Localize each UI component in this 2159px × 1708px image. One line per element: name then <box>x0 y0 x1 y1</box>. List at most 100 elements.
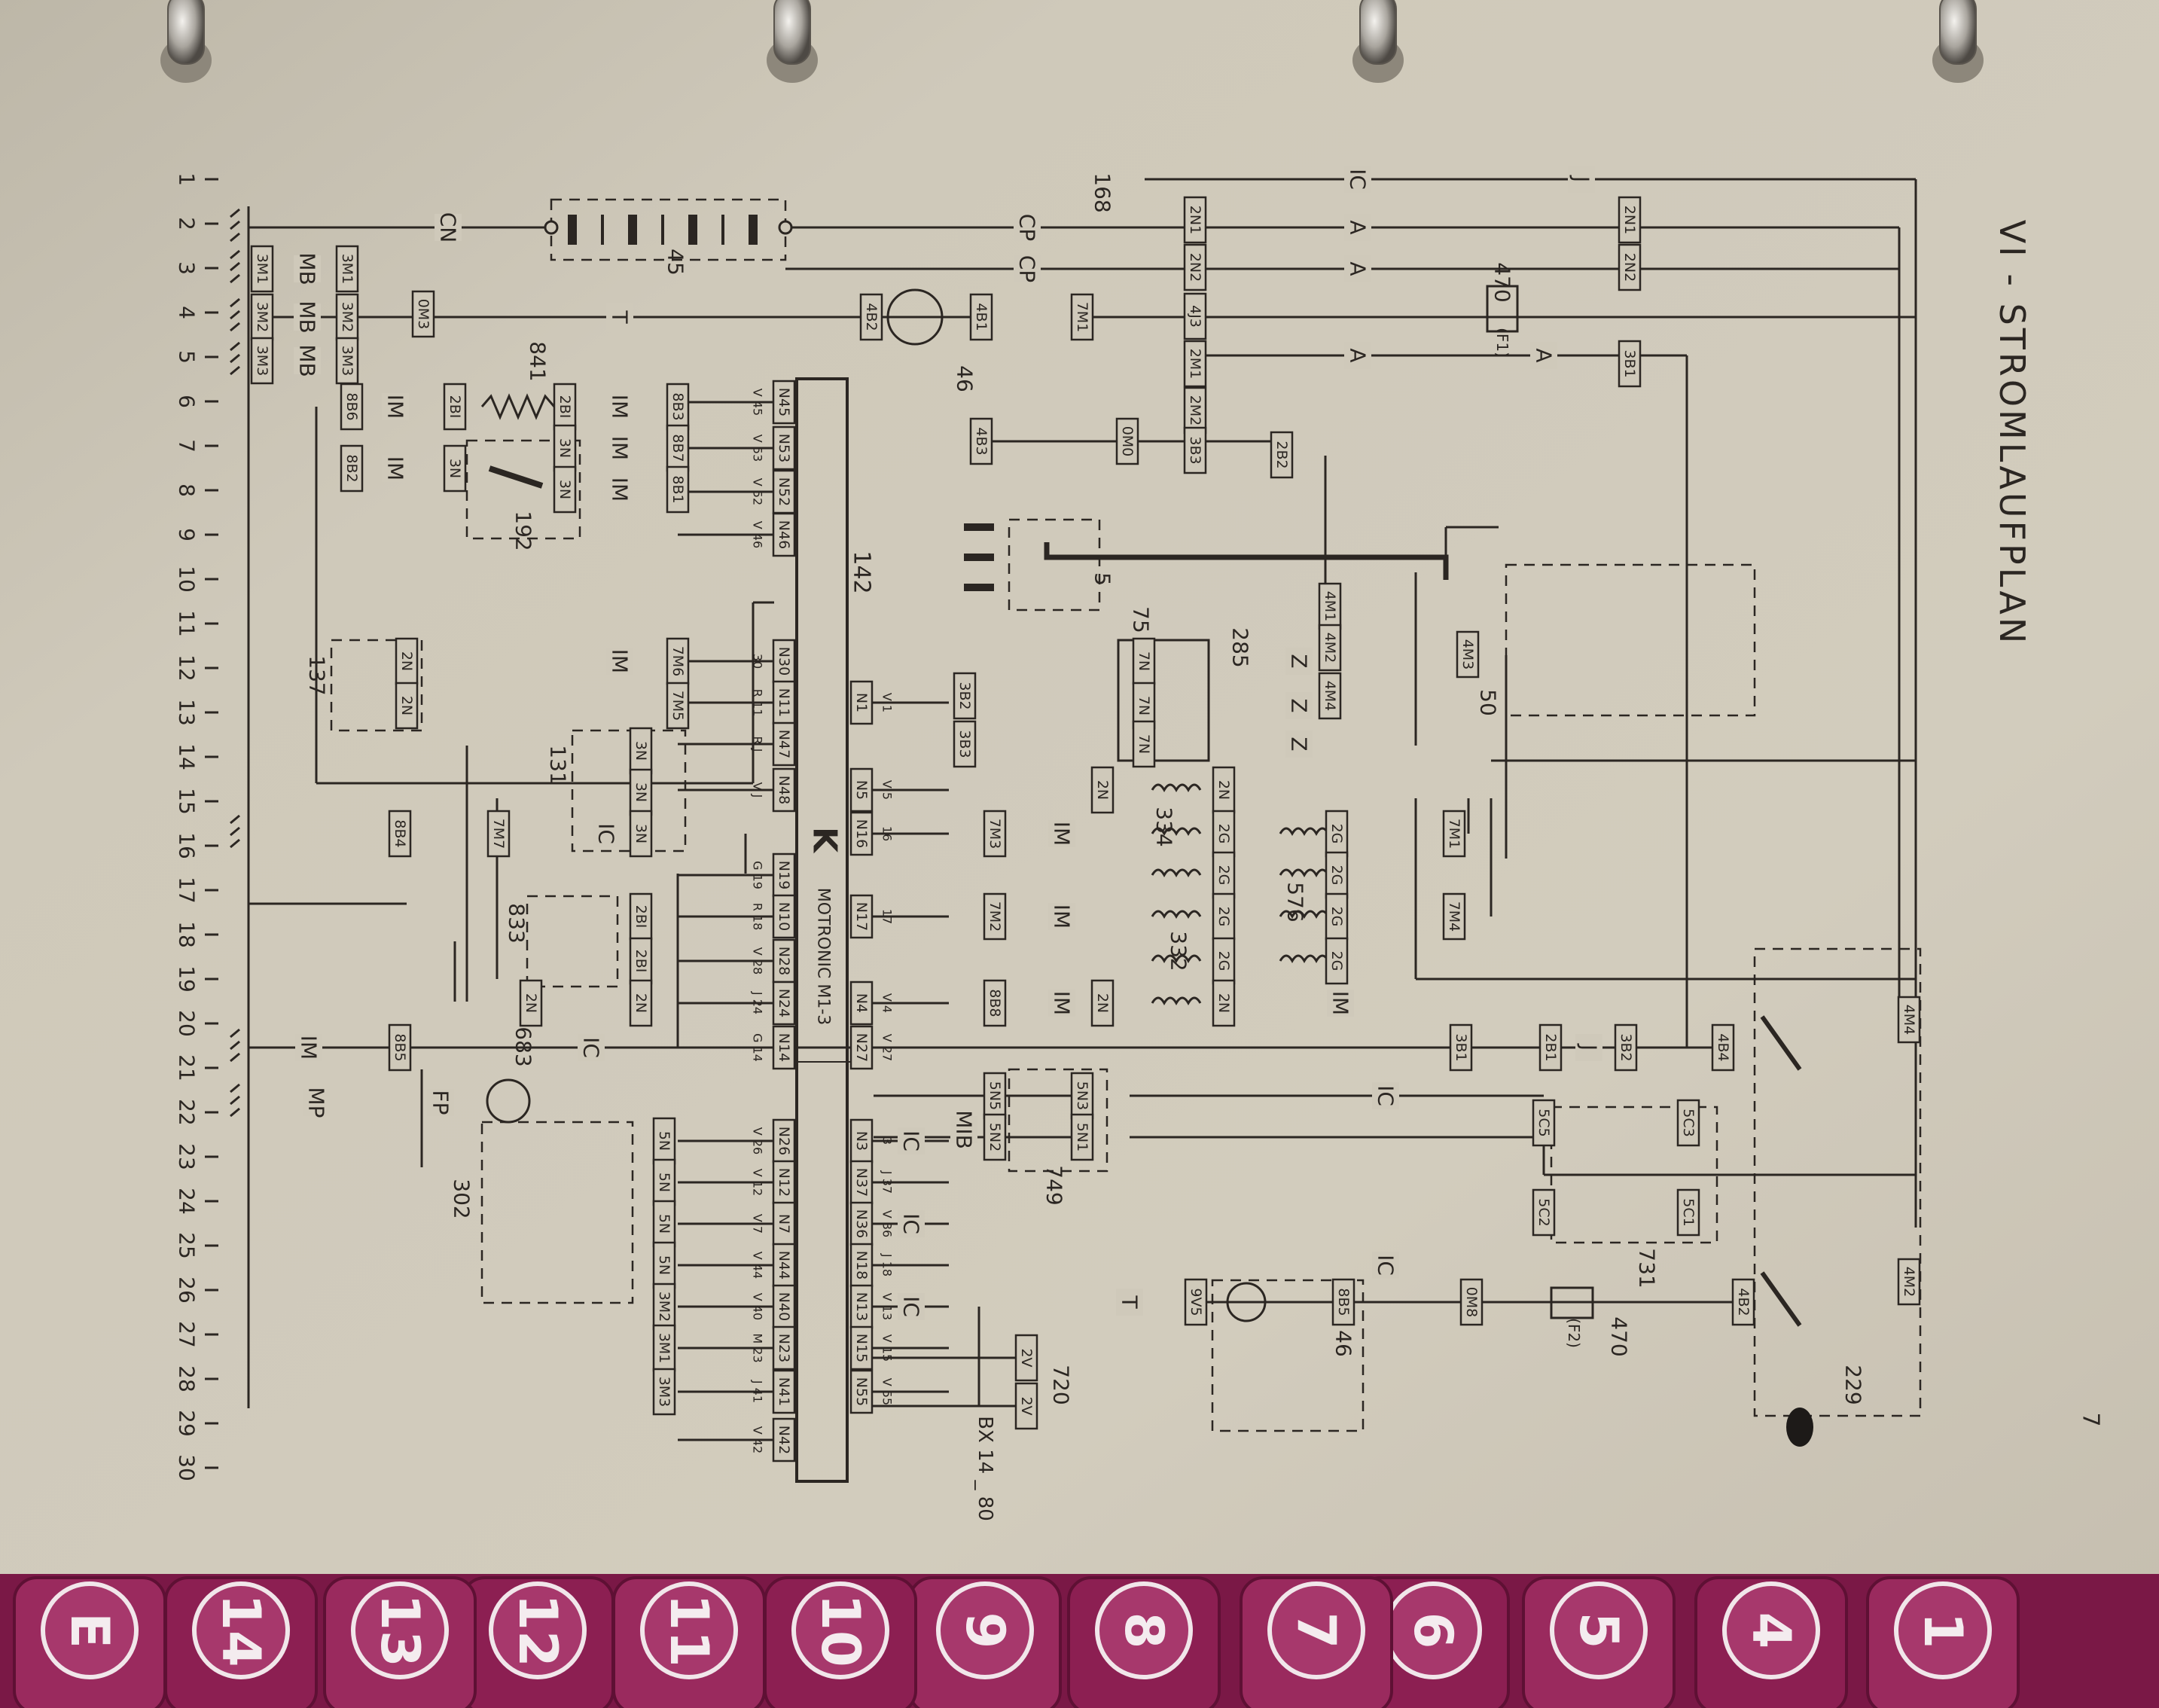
connector-block: 7M7 <box>490 819 507 849</box>
connector-block: 2N <box>633 993 649 1013</box>
ecu-pin: N16 <box>853 819 870 848</box>
ecu-pin-box <box>849 1025 874 1070</box>
coil-icon <box>1151 783 1202 793</box>
connector-block-box <box>1212 766 1236 814</box>
wire-label: IM <box>608 436 633 460</box>
component-ref: 168 <box>1090 172 1115 212</box>
component-ref: 470 <box>1607 1316 1632 1356</box>
wire-label-bg <box>1327 990 1354 1017</box>
ecu-pin-box <box>772 852 796 898</box>
wire-label: IM <box>297 1035 322 1060</box>
ecu-pin-box <box>849 767 874 813</box>
index-tab-4[interactable]: 4 <box>1694 1576 1848 1708</box>
ground-icon <box>230 206 250 249</box>
sensor-302-box <box>480 1121 634 1304</box>
coil-131-box <box>571 729 687 852</box>
index-tab-12[interactable]: 12 <box>461 1576 614 1708</box>
connector-block: 2N2 <box>1187 253 1203 282</box>
connector-block-box <box>953 672 977 720</box>
wire-label-bg <box>1285 692 1313 719</box>
connector-block: 3M3 <box>339 346 355 377</box>
wire-label-bg <box>898 1293 925 1320</box>
connector-block: 4M4 <box>1322 681 1338 712</box>
connector-block-box <box>666 682 690 730</box>
tab-number: 14 <box>210 1594 272 1667</box>
connector-block-box <box>652 1117 676 1165</box>
connector-block-box <box>1731 1278 1755 1326</box>
connector-block-box <box>553 465 577 514</box>
ecu-pin: N28 <box>776 947 792 975</box>
ecu-ref: 142 <box>849 551 875 593</box>
connector-block: 8B7 <box>669 434 686 462</box>
connector-block-box <box>1459 1278 1484 1326</box>
lamp-46-box <box>1211 1279 1365 1432</box>
ecu-pin: N26 <box>776 1127 792 1155</box>
connector-block-box <box>629 768 653 816</box>
wire-label-bg <box>898 1210 925 1237</box>
tab-number: 9 <box>954 1612 1016 1649</box>
index-tab-10[interactable]: 10 <box>764 1576 917 1708</box>
wire-label: Z <box>1287 698 1312 712</box>
connector-block-box <box>1538 1023 1563 1072</box>
ecu-pin: N1 <box>853 693 870 712</box>
index-tab-11[interactable]: 11 <box>612 1576 766 1708</box>
wire-label-bg <box>294 255 321 282</box>
index-tab-5[interactable]: 5 <box>1522 1576 1676 1708</box>
connector-block-box <box>1318 582 1342 630</box>
index-tab-6[interactable]: 6 <box>1356 1576 1510 1708</box>
tab-circle <box>192 1581 290 1679</box>
ecu-pin-wire-code: 16 <box>880 826 895 841</box>
ground-icon <box>230 248 250 290</box>
coil-icon <box>1279 827 1330 837</box>
ecu-pin: N13 <box>853 1292 870 1321</box>
index-tab-8[interactable]: 8 <box>1067 1576 1221 1708</box>
index-tab-1[interactable]: 1 <box>1866 1576 2020 1708</box>
index-tab-14[interactable]: 14 <box>164 1576 318 1708</box>
connector-block: 5N3 <box>1074 1081 1090 1110</box>
connector-block: 4M1 <box>1322 591 1338 622</box>
component-ref: 229 <box>1841 1365 1866 1405</box>
ecu-pin-box <box>772 425 796 471</box>
wire-label: IM <box>1050 991 1075 1015</box>
connector-block: 2V <box>1018 1348 1035 1367</box>
connector-block: 7N <box>1136 734 1152 754</box>
wire-label-bg <box>606 303 633 331</box>
connector-block: 5N <box>656 1214 672 1234</box>
connector-block-box <box>666 424 690 472</box>
index-tab-13[interactable]: 13 <box>323 1576 477 1708</box>
ecu-pin-wire-code: V 28 <box>751 947 765 974</box>
ecu-pin: N15 <box>853 1334 870 1362</box>
ecu-pin: N36 <box>853 1209 870 1238</box>
index-tab-E[interactable]: E <box>13 1576 166 1708</box>
ecu-pin-wire-code: V 55 <box>880 1378 895 1405</box>
coil-icon <box>1151 954 1202 964</box>
connector-block-box <box>443 383 467 431</box>
connector-block: 2G <box>1215 951 1232 971</box>
index-tab-9[interactable]: 9 <box>908 1576 1062 1708</box>
index-tab-7[interactable]: 7 <box>1240 1576 1393 1708</box>
ecu-pin-wire-code: V 15 <box>880 1334 895 1362</box>
column-number: 27 <box>175 1321 200 1348</box>
wire-label: A <box>1346 348 1371 362</box>
ecu-pin-box <box>849 1369 874 1414</box>
ecu-pin-wire-code: G 14 <box>751 1033 765 1062</box>
connector-block-box <box>1897 1258 1921 1306</box>
connector-block-box <box>1212 851 1236 899</box>
ecu-pin-wire-code: V 5 <box>880 780 895 800</box>
ecu-pin-wire-code: M 23 <box>751 1333 765 1362</box>
connector-block-box <box>629 979 653 1027</box>
connector-block: 7N <box>1136 696 1152 715</box>
wire-label: MB <box>295 344 320 377</box>
ecu-pin-box <box>849 981 874 1026</box>
wire-label-bg <box>606 476 633 503</box>
connector-block: 2G <box>1215 907 1232 927</box>
connector-block: 8B2 <box>343 454 360 482</box>
connector-block-box <box>1325 937 1349 985</box>
ecu-pin-box <box>772 380 796 425</box>
connector-block-box <box>395 682 419 730</box>
binder-ring-icon <box>167 0 205 65</box>
component-ref: 285 <box>1228 627 1253 667</box>
connector-block-box <box>652 1241 676 1289</box>
